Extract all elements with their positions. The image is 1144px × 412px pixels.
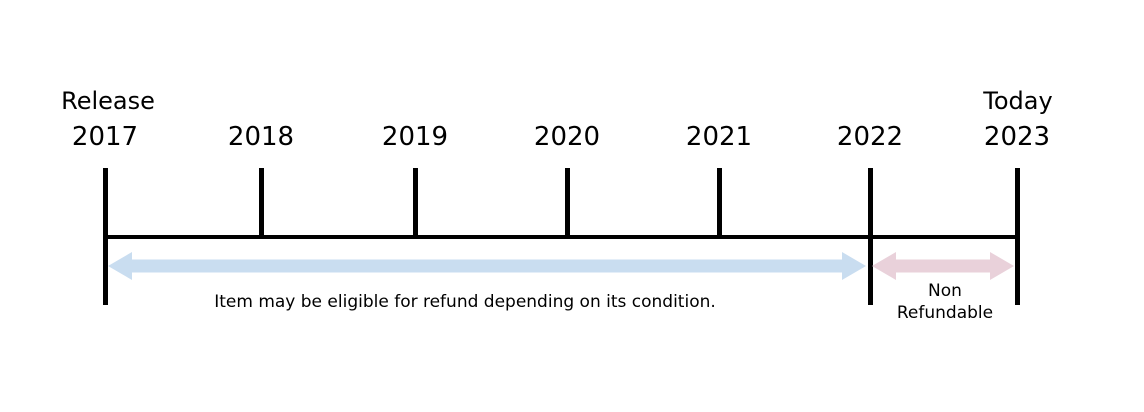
release-label: Release (61, 87, 155, 115)
tick-2023 (1015, 168, 1020, 305)
non-refundable-label: Non Refundable (896, 281, 994, 323)
year-label-2020: 2020 (533, 122, 601, 152)
year-label-2021: 2021 (685, 122, 753, 152)
tick-2020 (565, 168, 570, 239)
tick-2018 (259, 168, 264, 239)
tick-2017 (103, 168, 108, 305)
year-label-2019: 2019 (381, 122, 449, 152)
today-label: Today (983, 87, 1053, 115)
tick-2021 (717, 168, 722, 239)
year-label-2017: 2017 (71, 122, 139, 152)
tick-2022 (868, 168, 873, 305)
year-label-2023: 2023 (983, 122, 1051, 152)
non-refundable-range-arrow (872, 252, 1014, 280)
year-label-2022: 2022 (836, 122, 904, 152)
year-label-2018: 2018 (227, 122, 295, 152)
timeline-axis (103, 235, 1020, 239)
eligible-range-arrow (108, 252, 866, 280)
eligible-range-arrow-shape (108, 252, 866, 280)
eligible-note: Item may be eligible for refund dependin… (214, 292, 716, 312)
tick-2019 (413, 168, 418, 239)
non-refundable-range-arrow-shape (872, 252, 1014, 280)
